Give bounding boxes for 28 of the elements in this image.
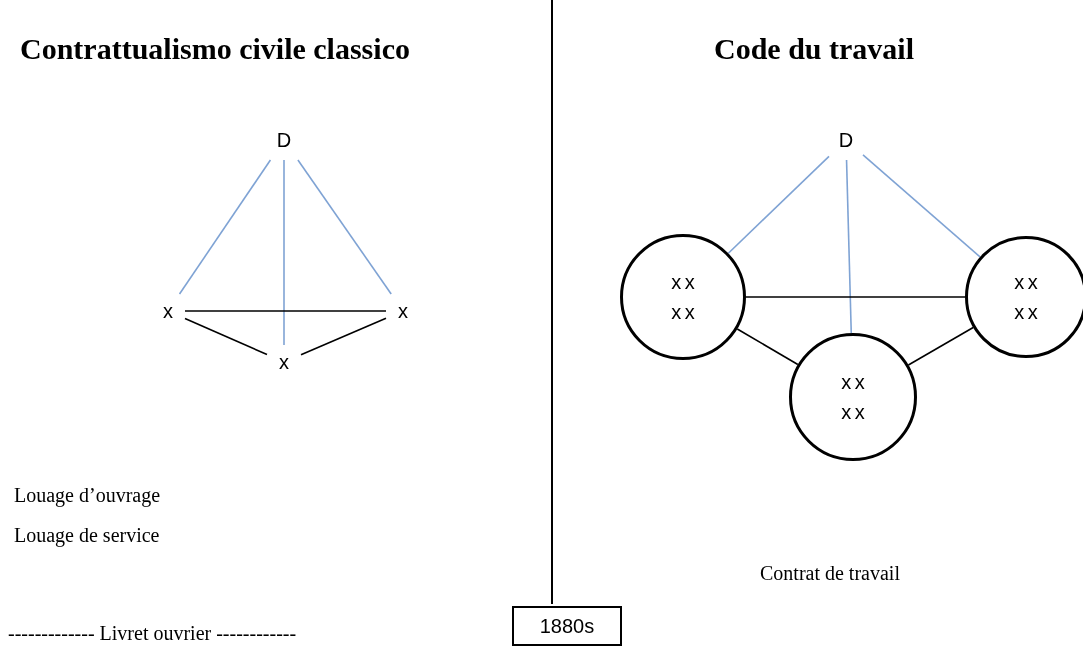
year-box xyxy=(512,606,622,646)
member-marks: x x x x xyxy=(670,270,696,325)
member-marks: x x x x xyxy=(1013,270,1039,325)
heading: Contrattualismo civile classico xyxy=(20,32,410,66)
node-letter: D xyxy=(829,120,863,160)
connector-line xyxy=(184,317,268,356)
connector-line xyxy=(736,328,799,366)
term-label: Louage d’ouvrage xyxy=(14,484,161,507)
member-marks: x x x x xyxy=(840,370,866,425)
node-letter: D xyxy=(267,120,301,160)
connector-line xyxy=(862,154,981,258)
connector-line xyxy=(184,310,387,312)
timeline-label: ------------- Livret ouvrier ------------ xyxy=(8,622,297,645)
connector-line xyxy=(727,155,830,255)
node-letter: x xyxy=(267,345,301,379)
node-letter: x xyxy=(151,294,185,328)
connector-line xyxy=(283,159,285,346)
connector-line xyxy=(845,159,853,334)
term-label: Louage de service xyxy=(14,524,160,547)
heading: Code du travail xyxy=(714,32,914,66)
node-letter: x xyxy=(386,294,420,328)
connector-line xyxy=(178,159,272,295)
connector-line xyxy=(907,326,974,366)
connector-line xyxy=(300,317,387,356)
connector-line xyxy=(745,296,966,298)
term-label: Contrat de travail xyxy=(760,562,900,585)
connector-line xyxy=(297,159,392,295)
year-label: 1880s xyxy=(539,614,595,638)
